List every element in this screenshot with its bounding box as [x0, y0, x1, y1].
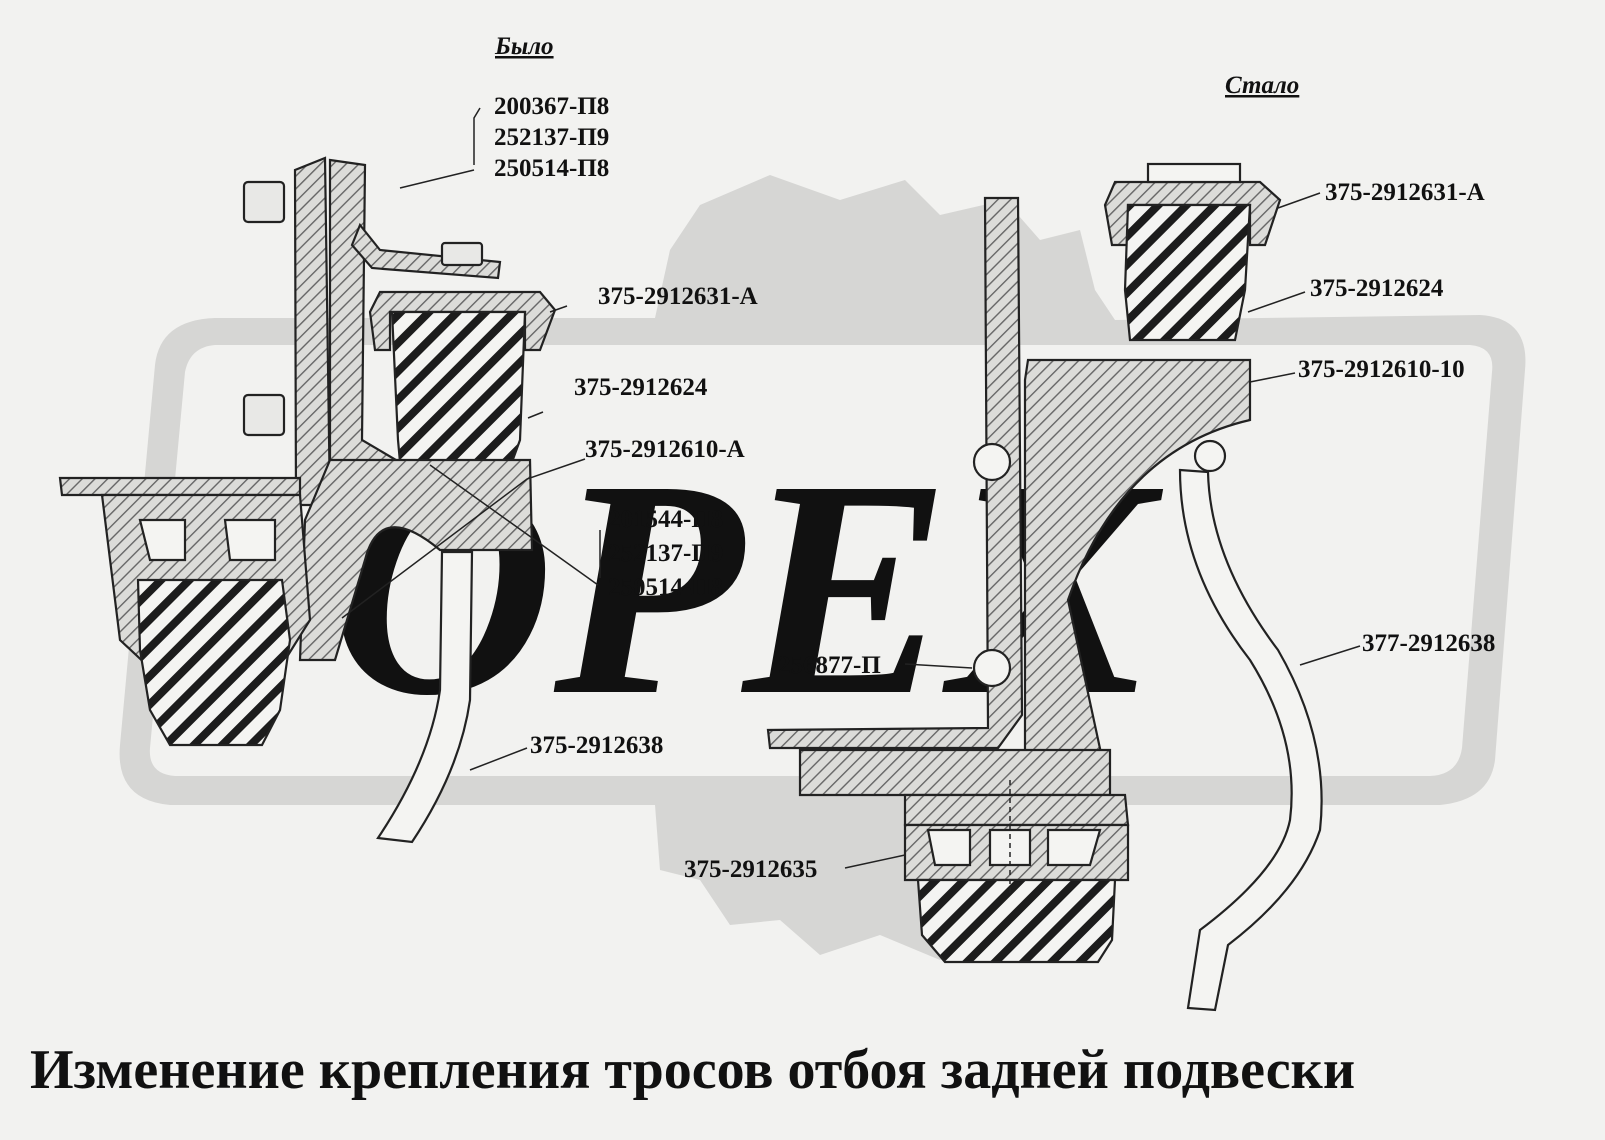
after-heading: Стало — [1225, 72, 1299, 99]
nut-icon — [242, 393, 286, 437]
part-label: 375-2912631-А — [1325, 179, 1485, 206]
before-assembly — [58, 156, 557, 844]
part-label: 201544-П8 — [608, 506, 723, 533]
part-label: 252137-П9 — [608, 540, 723, 567]
after-assembly — [766, 162, 1323, 1012]
part-label: 250514-П8 — [608, 574, 723, 601]
part-label: 375-2912624 — [574, 374, 708, 401]
after-leaders — [844, 192, 1361, 869]
part-label: 250514-П8 — [494, 155, 609, 182]
part-label: 252137-П9 — [494, 124, 609, 151]
part-label: 375-2912631-А — [598, 283, 758, 310]
nut-icon — [242, 180, 286, 224]
diagram-title: Изменение крепления тросов отбоя задней … — [30, 1039, 1355, 1101]
part-label: 375-2912635 — [684, 856, 817, 883]
part-label: 256877-П — [778, 652, 881, 679]
before-leaders — [341, 107, 601, 771]
before-heading: Было — [494, 33, 554, 60]
part-label: 375-2912638 — [530, 732, 663, 759]
part-label: 200367-П8 — [494, 93, 609, 120]
part-label: 377-2912638 — [1362, 630, 1495, 657]
part-label: 375-2912624 — [1310, 275, 1444, 302]
part-label: 375-2912610-10 — [1298, 356, 1465, 383]
part-label: 375-2912610-А — [585, 436, 745, 463]
